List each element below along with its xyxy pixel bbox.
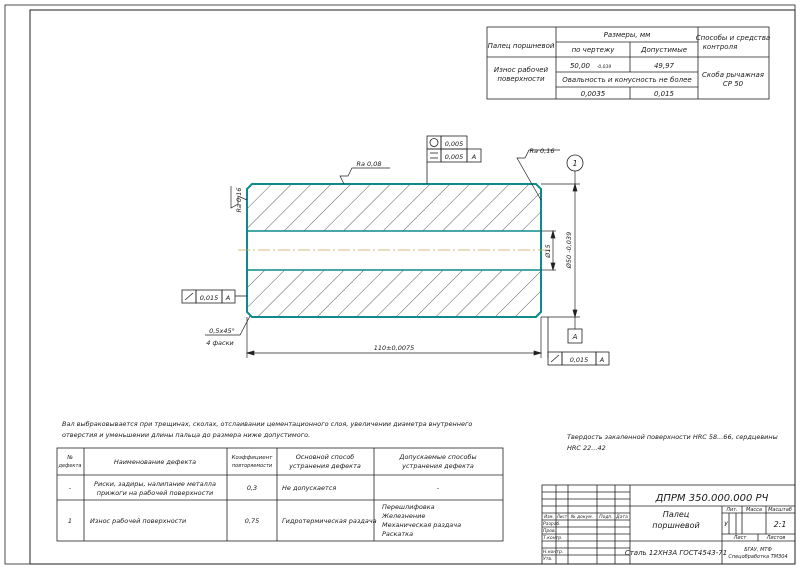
dt-h1-a: № — [66, 455, 73, 461]
dt-r2-allowed-1: Перешлифовка — [382, 503, 435, 511]
ct-part: Палец поршневой — [488, 42, 555, 50]
note-main-1: Вал выбраковывается при трещинах, сколах… — [62, 420, 472, 428]
tb-lit-label: Лит. — [725, 507, 738, 513]
ct-col-allowed: Допустимые — [640, 46, 687, 54]
tb-sign: Подп. — [599, 514, 613, 520]
tb-lit-value: У — [724, 521, 728, 528]
dt-r1-name-a: Риски, задиры, налипание металла — [94, 480, 216, 488]
runout-left-base: A — [225, 294, 230, 302]
diameter-dimension — [541, 182, 580, 329]
tb-date: Дата — [615, 514, 628, 520]
ct-row-defect-1: Износ рабочей — [494, 66, 549, 74]
tb-razrab: Разраб. — [543, 521, 561, 527]
tb-doc: № докум. — [570, 514, 593, 520]
runout-bottom-frame — [547, 317, 610, 366]
tb-org-1: БГАУ, МТФ — [744, 547, 772, 553]
ct-nominal: 50,00 — [570, 62, 591, 70]
dt-r2-allowed-4: Раскатка — [382, 530, 413, 538]
tb-tkontr: Т.контр. — [543, 535, 563, 541]
dt-h4-b: устранения дефекта — [288, 462, 361, 470]
tb-izm: Изм. — [544, 514, 553, 519]
tb-utv: Утв. — [543, 556, 552, 562]
tb-org-2: Спецобработка ТМЗ04 — [728, 554, 787, 560]
tb-material: Сталь 12ХН3А ГОСТ4543-71 — [625, 549, 727, 557]
tb-scale-label: Масштаб — [768, 507, 792, 513]
roughness-top: Ra 0,08 — [356, 160, 381, 168]
note-main-2: отверстия и уменьшении длины пальца до р… — [62, 431, 310, 439]
control-table — [486, 26, 770, 100]
tb-mass-label: Масса — [746, 507, 762, 513]
ct-method-2: СР 50 — [723, 80, 744, 88]
ct-method-1: Скоба рычажная — [702, 71, 764, 79]
tb-nkontr: Н.контр. — [543, 549, 563, 555]
defects-table — [56, 447, 504, 542]
dt-r2-main: Гидротермическая раздача — [282, 517, 377, 525]
dt-r2-name: Износ рабочей поверхности — [90, 517, 186, 525]
chamfer-size: 0,5x45° — [209, 327, 235, 335]
dt-r2-allowed-3: Механическая раздача — [382, 521, 461, 529]
dt-h5-b: устранения дефекта — [401, 462, 474, 470]
runout-bottom-base: A — [599, 356, 604, 364]
gdt-form-tol: 0,005 — [445, 140, 464, 148]
dt-r1-main: Не допускается — [282, 484, 336, 492]
callout-number: 1 — [572, 159, 577, 168]
tb-name-2: поршневой — [652, 521, 699, 530]
base-box — [567, 328, 583, 344]
bore-label: Ø15 — [544, 244, 552, 258]
runout-left-tol: 0,015 — [200, 294, 219, 302]
ct-ovality-drawing: 0,0035 — [581, 90, 606, 98]
gdt-form-frame — [426, 135, 482, 184]
tb-sheet-label: Лист — [733, 535, 748, 541]
roughness-top-symbol — [339, 167, 390, 185]
ct-row-defect-2: поверхности — [497, 75, 545, 83]
length-label: 110±0,0075 — [374, 344, 415, 352]
ct-ovality: Овальность и конусность не более — [562, 76, 691, 84]
dt-r2-num: 1 — [68, 517, 72, 525]
tb-name-1: Палец — [663, 510, 690, 519]
bore-dimension — [541, 229, 556, 272]
dt-r2-allowed-2: Железнение — [381, 512, 425, 520]
ct-allowed: 49,97 — [654, 62, 675, 70]
roughness-left-symbol — [230, 186, 248, 209]
dt-h2: Наименование дефекта — [114, 458, 196, 466]
ct-col-drawing: по чертежу — [572, 46, 616, 54]
dt-h3-b: повторяемости — [232, 463, 273, 469]
dt-h5-a: Допускаемые способы — [398, 453, 476, 461]
dt-h1-b: дефекта — [58, 463, 82, 469]
title-block — [541, 484, 796, 565]
ct-methods-2: контроля — [703, 43, 738, 51]
tb-scale: 2:1 — [774, 520, 787, 529]
dt-r2-coef: 0,75 — [245, 517, 259, 525]
tb-list: Лист — [556, 514, 568, 519]
runout-left-frame — [181, 289, 247, 304]
length-dimension — [245, 317, 543, 358]
note-hardness-2: HRC 22...42 — [567, 444, 606, 452]
dt-r1-coef: 0,3 — [247, 484, 257, 492]
diameter-label: Ø50 -0,039 — [565, 232, 573, 269]
chamfer-count: 4 фаски — [206, 339, 233, 347]
dt-r1-allowed: - — [437, 484, 440, 492]
inner-frame — [29, 9, 796, 565]
tb-code: ДПРМ 350.000.000 РЧ — [655, 493, 769, 504]
dt-h4-a: Основной способ — [296, 453, 355, 461]
gdt-parallel-base: A — [471, 153, 476, 161]
part-section — [238, 183, 552, 318]
dt-r1-num: - — [69, 484, 72, 492]
note-hardness-1: Твердость закаленной поверхности HRC 58.… — [567, 433, 778, 441]
runout-bottom-tol: 0,015 — [570, 356, 589, 364]
ct-methods-1: Способы и средства — [696, 34, 771, 42]
gdt-parallel-tol: 0,005 — [445, 153, 464, 161]
roughness-left: Ra 0,16 — [235, 187, 243, 212]
dt-r1-name-b: прижоги на рабочей поверхности — [97, 489, 214, 497]
ct-ovality-allowed: 0,015 — [654, 90, 675, 98]
tb-sheets-label: Листов — [766, 535, 786, 541]
ct-nominal-tol: -0,039 — [597, 64, 612, 70]
roughness-right-symbol — [516, 149, 560, 201]
tb-prov: Пров. — [543, 528, 556, 534]
ct-sizes-header: Размеры, мм — [604, 31, 652, 39]
roughness-right: Ra 0,16 — [529, 147, 554, 155]
base-letter: A — [572, 333, 578, 341]
dt-h3-a: Коэффициент — [232, 455, 274, 461]
